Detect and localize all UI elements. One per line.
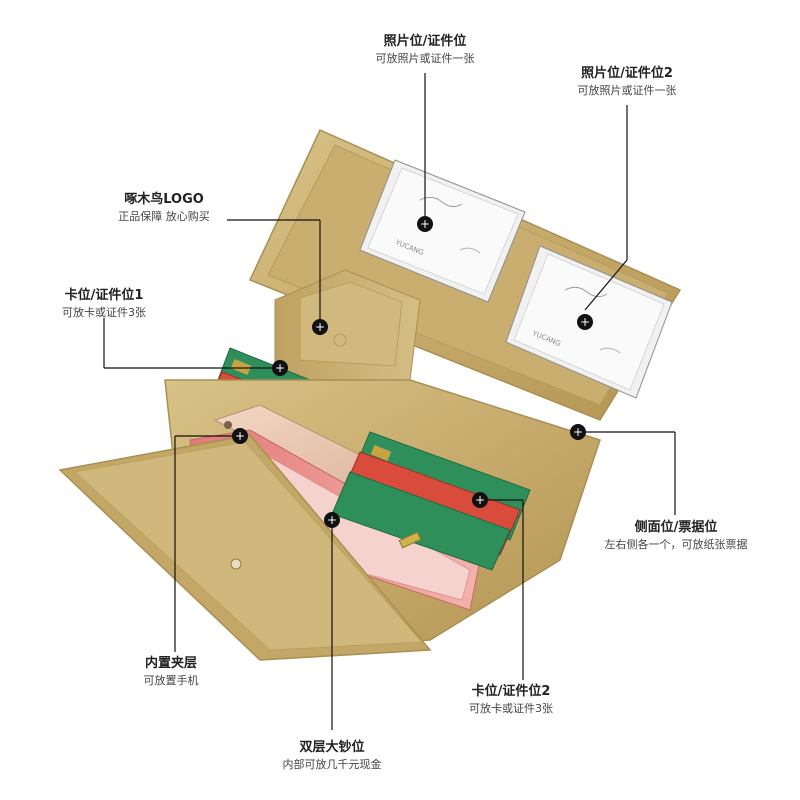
callout-logo: 啄木鸟LOGO 正品保障 放心购买 bbox=[100, 192, 228, 224]
callout-side-title: 侧面位/票据位 bbox=[634, 520, 718, 535]
svg-text:+: + bbox=[327, 513, 337, 527]
zipper-pull bbox=[398, 531, 422, 549]
callout-photo2-subtitle: 可放照片或证件一张 bbox=[577, 84, 677, 98]
marker-photo1[interactable]: + bbox=[417, 216, 433, 232]
callout-lines bbox=[103, 73, 676, 730]
callout-side: 侧面位/票据位 左右侧各一个，可放纸张票据 bbox=[586, 520, 766, 552]
callout-logo-subtitle: 正品保障 放心购买 bbox=[118, 210, 210, 224]
card-pocket-panel-left bbox=[274, 269, 421, 381]
card-stack-right bbox=[331, 431, 531, 571]
callout-card2-subtitle: 可放卡或证件3张 bbox=[469, 702, 553, 716]
svg-text:+: + bbox=[573, 425, 583, 439]
svg-text:+: + bbox=[275, 361, 285, 375]
svg-text:+: + bbox=[580, 315, 590, 329]
callout-cash-title: 双层大钞位 bbox=[299, 740, 365, 755]
callout-card1-title: 卡位/证件位1 bbox=[64, 288, 144, 303]
svg-text:+: + bbox=[315, 320, 325, 334]
callout-card2-title: 卡位/证件位2 bbox=[471, 684, 551, 699]
callout-inner-title: 内置夹层 bbox=[144, 656, 197, 671]
callout-photo1: 照片位/证件位 可放照片或证件一张 bbox=[360, 34, 490, 66]
callout-card2: 卡位/证件位2 可放卡或证件3张 bbox=[446, 684, 576, 716]
marker-card2[interactable]: + bbox=[472, 492, 488, 508]
callout-cash: 双层大钞位 内部可放几千元现金 bbox=[262, 740, 402, 772]
marker-side[interactable]: + bbox=[570, 424, 586, 440]
callout-card1: 卡位/证件位1 可放卡或证件3张 bbox=[40, 288, 168, 320]
callout-cash-subtitle: 内部可放几千元现金 bbox=[282, 758, 382, 772]
callout-photo2-title: 照片位/证件位2 bbox=[581, 66, 673, 81]
wallet-front-flap bbox=[58, 434, 432, 661]
photo-window-1: YUCANG bbox=[359, 159, 526, 303]
svg-text:+: + bbox=[420, 217, 430, 231]
callout-logo-title: 啄木鸟LOGO bbox=[124, 192, 204, 207]
svg-text:+: + bbox=[235, 429, 245, 443]
marker-photo2[interactable]: + bbox=[577, 314, 593, 330]
callout-photo1-title: 照片位/证件位 bbox=[383, 34, 467, 49]
callout-inner-subtitle: 可放置手机 bbox=[143, 674, 199, 688]
marker-inner[interactable]: + bbox=[232, 428, 248, 444]
callout-card1-subtitle: 可放卡或证件3张 bbox=[62, 306, 146, 320]
callout-inner: 内置夹层 可放置手机 bbox=[116, 656, 226, 688]
marker-cash[interactable]: + bbox=[324, 512, 340, 528]
callout-markers: + + + + + + + + bbox=[232, 216, 593, 528]
callout-side-subtitle: 左右侧各一个，可放纸张票据 bbox=[604, 538, 748, 552]
callout-photo1-subtitle: 可放照片或证件一张 bbox=[375, 52, 475, 66]
marker-logo[interactable]: + bbox=[312, 319, 328, 335]
svg-text:+: + bbox=[475, 493, 485, 507]
marker-card1[interactable]: + bbox=[272, 360, 288, 376]
callout-photo2: 照片位/证件位2 可放照片或证件一张 bbox=[560, 66, 694, 98]
